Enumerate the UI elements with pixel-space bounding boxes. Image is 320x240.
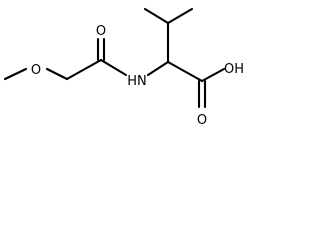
methoxy-oxygen-label: O bbox=[31, 63, 41, 78]
bond-acid-c-oh bbox=[200, 67, 226, 83]
bond-carbonyl-c-n bbox=[99, 58, 128, 77]
bond-isopropyl-c-methyl-left bbox=[143, 7, 170, 25]
chemical-structure: O O HN OH O bbox=[3, 7, 244, 128]
acid-carbonyl-oxygen-label: O bbox=[197, 113, 207, 128]
bond-methyl-methoxy-o bbox=[3, 67, 28, 81]
bond-alpha-c-acid-c bbox=[166, 60, 204, 83]
bonds bbox=[3, 7, 226, 109]
atom-labels: O O HN OH O bbox=[31, 24, 244, 128]
bond-isopropyl-c-methyl-right bbox=[166, 7, 194, 25]
hydroxyl-label: OH bbox=[224, 62, 244, 77]
bond-methoxy-o-ch2 bbox=[45, 67, 69, 81]
bond-n-alpha-c bbox=[146, 60, 170, 77]
bond-ch2-carbonyl-c bbox=[65, 58, 103, 81]
ketone-oxygen-label: O bbox=[96, 24, 106, 39]
amide-nitrogen-label: HN bbox=[127, 74, 147, 89]
